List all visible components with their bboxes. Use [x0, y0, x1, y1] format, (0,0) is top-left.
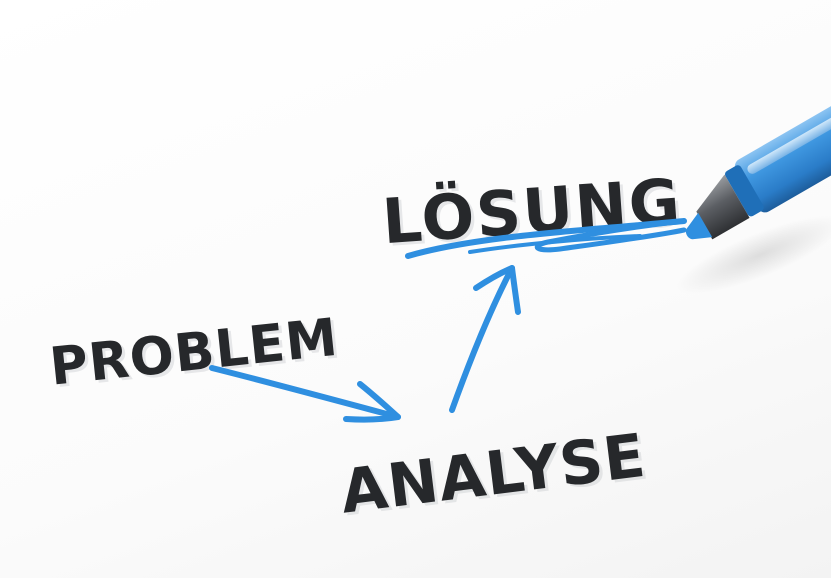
- arrow-icon: [449, 265, 521, 413]
- pen-shadow: [676, 215, 831, 295]
- pen-ring: [725, 165, 764, 217]
- pen-highlight: [747, 83, 831, 174]
- pen-tip: [685, 212, 713, 240]
- marker-pen-icon: [685, 71, 831, 240]
- pen-cone: [696, 174, 750, 240]
- arrow-icon: [209, 365, 401, 423]
- solution-underline: [405, 218, 687, 259]
- pen-body: [734, 71, 831, 213]
